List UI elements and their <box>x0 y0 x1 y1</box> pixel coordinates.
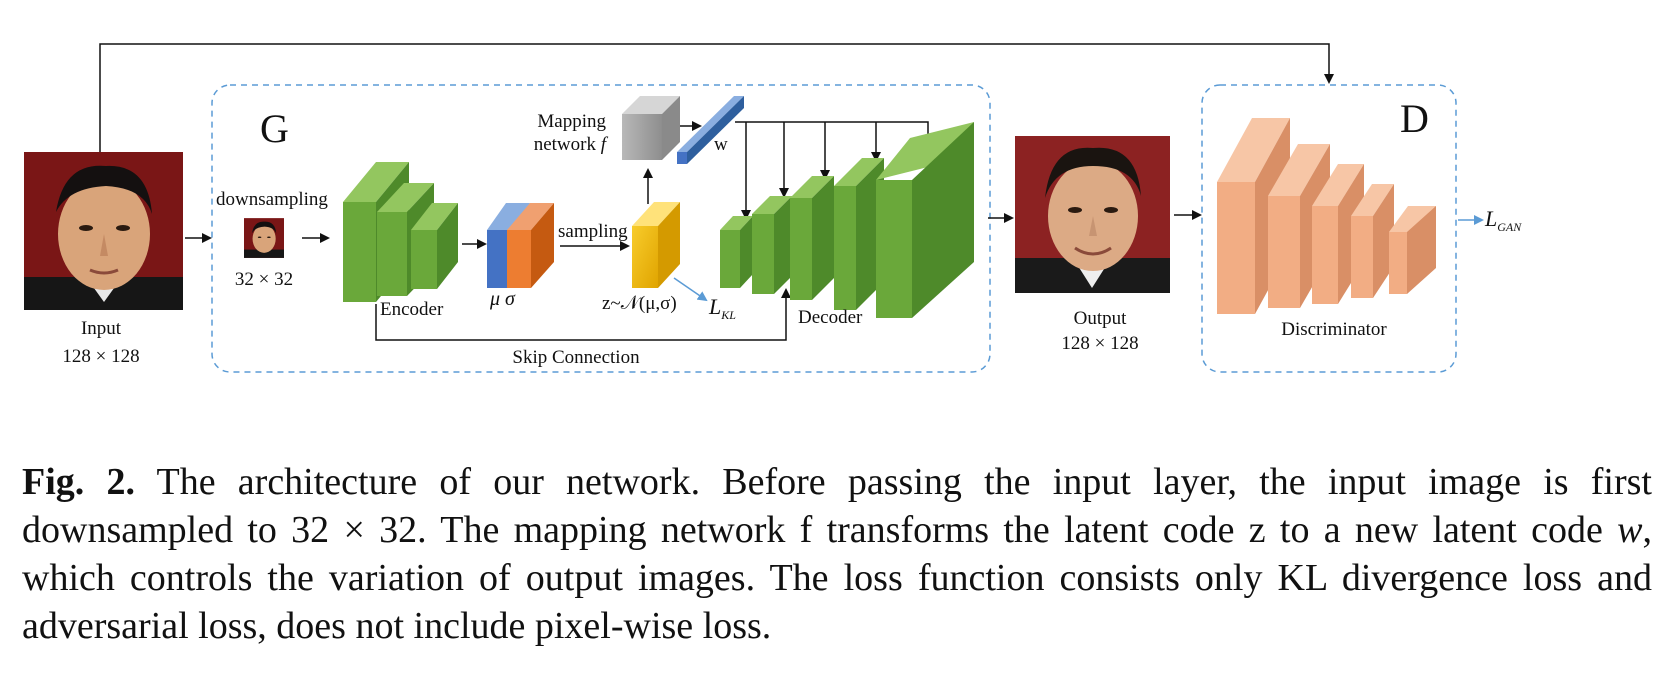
mapping-label-line2: network f <box>534 134 609 155</box>
mu-sigma-blocks <box>487 203 554 288</box>
input-label: Input <box>81 318 122 339</box>
decoder-label: Decoder <box>798 307 863 328</box>
caption-text-part2: , which controls the variation of output… <box>22 509 1652 647</box>
lgan-label: LGAN <box>1484 206 1522 234</box>
lkl-label: LKL <box>708 294 736 322</box>
discriminator-label: Discriminator <box>1281 319 1387 340</box>
figure-number: Fig. 2. <box>22 461 135 503</box>
discriminator-letter: D <box>1400 96 1429 141</box>
input-face-image <box>24 152 183 310</box>
output-face-image <box>1015 136 1170 293</box>
generator-letter: G <box>260 106 289 151</box>
output-size-label: 128 × 128 <box>1061 333 1138 354</box>
downsampling-label: downsampling <box>216 189 328 210</box>
mapping-label-line1: Mapping <box>537 111 606 132</box>
w-latent-bar <box>677 96 744 164</box>
sampling-label: sampling <box>558 221 628 242</box>
skip-connection-label: Skip Connection <box>512 347 640 368</box>
figure-caption: Fig. 2. The architecture of our network.… <box>22 458 1652 650</box>
discriminator-blocks <box>1217 118 1436 314</box>
input-to-discriminator-arrow <box>99 43 1334 152</box>
downsampled-face-image <box>244 218 284 258</box>
mapping-network-cube <box>622 96 680 160</box>
downsampled-size-label: 32 × 32 <box>235 269 293 290</box>
encoder-label: Encoder <box>380 299 444 320</box>
input-size-label: 128 × 128 <box>62 346 139 367</box>
caption-w-variable: w <box>1617 509 1643 551</box>
discriminator-box <box>1201 84 1457 373</box>
architecture-figure: G D Input 128 × 128 downsampling 32 × 32… <box>24 43 1522 373</box>
w-label: w <box>714 134 728 155</box>
output-label: Output <box>1074 308 1128 329</box>
generator-box <box>211 84 991 373</box>
z-to-lkl-arrow <box>673 277 708 302</box>
mu-sigma-label: μ σ <box>489 288 516 310</box>
skip-connection-line <box>375 288 791 341</box>
latent-z-block <box>632 202 680 288</box>
caption-text-part1: The architecture of our network. Before … <box>22 461 1652 551</box>
decoder-blocks <box>720 122 974 318</box>
encoder-blocks <box>343 162 458 302</box>
z-distribution-label: z~𝒩(μ,σ) <box>602 293 677 314</box>
